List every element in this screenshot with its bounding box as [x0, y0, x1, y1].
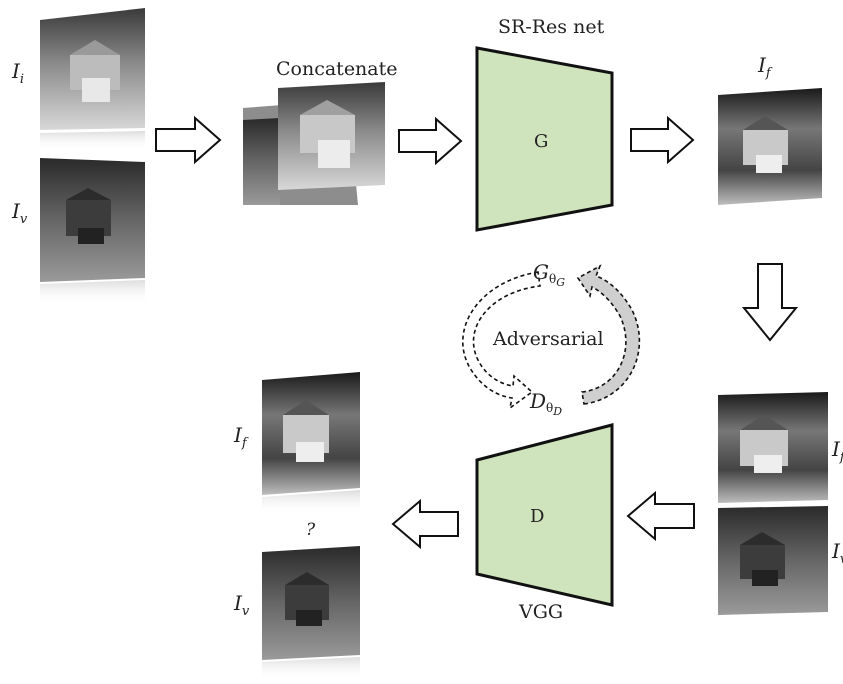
discriminator-input-visible-image: [718, 506, 828, 615]
arrow-to-generator: [398, 116, 463, 166]
d-theta-label: DθD: [529, 389, 562, 418]
question-mark: ?: [306, 520, 316, 540]
visible-input-image: [40, 158, 145, 305]
concatenate-label: Concatenate: [276, 58, 398, 80]
fused-output-image: [718, 88, 822, 205]
discriminator-input-fused-label: If: [831, 437, 843, 465]
infrared-input-label: Ii: [11, 59, 24, 87]
decision-visible-label: Iv: [233, 591, 250, 619]
infrared-input-image: [40, 8, 145, 150]
arrow-to-discriminator: [626, 490, 695, 542]
arrow-to-concatenate: [155, 115, 222, 165]
g-theta-label: GθG: [533, 260, 565, 289]
generator-letter: G: [534, 131, 548, 152]
arrow-to-fused: [630, 115, 695, 165]
adversarial-cycle: [462, 264, 641, 410]
arrow-to-decision: [391, 498, 459, 550]
arrow-down-to-discriminator-inputs: [741, 263, 799, 342]
visible-input-label: Iv: [11, 199, 28, 227]
generator-title: SR-Res net: [498, 16, 605, 38]
discriminator-input-fused-image: [718, 392, 828, 503]
concatenated-images: [243, 82, 385, 205]
fused-output-label: If: [757, 53, 773, 81]
discriminator-input-visible-label: Iv: [831, 539, 843, 567]
decision-fused-image: [262, 372, 360, 515]
generator-network: [475, 46, 614, 232]
discriminator-title: VGG: [518, 601, 563, 623]
discriminator-network: [475, 423, 614, 607]
adversarial-label: Adversarial: [492, 328, 604, 350]
decision-fused-label: If: [233, 423, 249, 451]
decision-visible-image: [262, 546, 360, 680]
discriminator-letter: D: [530, 506, 544, 527]
